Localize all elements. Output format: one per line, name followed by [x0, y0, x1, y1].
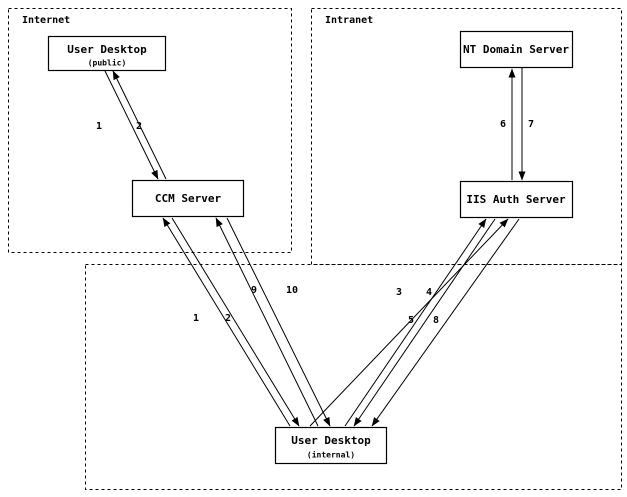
zone-internal-lan [85, 264, 622, 490]
node-iis-auth-server-box[interactable] [459, 180, 574, 219]
flow-line-3-internal-to-iis [344, 218, 487, 427]
flow-public-ccm: 1 2 [96, 70, 167, 180]
node-user-desktop-public-label: User Desktop [67, 43, 147, 56]
flow-internal-ccm-910: 9 10 [215, 217, 331, 427]
zone-internet: Internet [8, 8, 292, 253]
zone-internet-border [8, 8, 292, 253]
flow-internal-ccm-12: 1 2 [162, 217, 300, 427]
flow-internal-iis-34: 3 4 [344, 218, 496, 427]
flow-step-label-8: 8 [433, 315, 439, 326]
node-nt-domain-server-box[interactable] [459, 30, 574, 69]
flow-line-2-ccm-to-internal [171, 217, 300, 427]
node-user-desktop-public[interactable]: User Desktop (public) [47, 35, 167, 72]
flow-line-2-ccm-to-public [112, 70, 167, 180]
flow-line-1-internal-to-ccm [162, 217, 291, 427]
flow-line-4-iis-to-internal [353, 218, 496, 427]
flow-line-1-public-to-ccm [104, 70, 159, 180]
flow-step-label-5: 5 [408, 315, 414, 326]
flow-line-9-internal-to-ccm [215, 217, 319, 427]
zone-internal-lan-border [85, 264, 622, 490]
node-user-desktop-internal[interactable]: User Desktop (internal) [274, 426, 388, 465]
zone-internet-label: Internet [22, 15, 70, 26]
flow-step-label-9: 9 [251, 285, 257, 296]
flow-step-label-6: 6 [500, 119, 506, 130]
flow-step-label-7: 7 [528, 119, 534, 130]
node-user-desktop-public-sublabel: (public) [88, 58, 127, 68]
node-ccm-server-label: CCM Server [155, 192, 222, 205]
node-user-desktop-internal-box[interactable] [274, 426, 388, 465]
node-nt-domain-server[interactable]: NT Domain Server [459, 30, 574, 69]
flow-step-label-2b: 2 [225, 313, 231, 324]
node-nt-domain-server-label: NT Domain Server [463, 43, 569, 56]
node-user-desktop-internal-label: User Desktop [291, 434, 371, 447]
flow-line-10-ccm-to-internal [226, 217, 331, 427]
flow-line-5-internal-to-iis [309, 218, 509, 427]
node-iis-auth-server[interactable]: IIS Auth Server [459, 180, 574, 219]
flow-internal-iis-58: 5 8 [309, 218, 520, 427]
node-ccm-server-box[interactable] [131, 179, 245, 218]
flow-step-label-3: 3 [396, 287, 402, 298]
flow-step-label-1a: 1 [96, 121, 102, 132]
flow-step-label-4: 4 [426, 287, 432, 298]
node-iis-auth-server-label: IIS Auth Server [466, 193, 566, 206]
flow-step-label-10: 10 [286, 285, 298, 296]
flow-iis-nt: 6 7 [500, 68, 534, 181]
node-user-desktop-public-box[interactable] [47, 35, 167, 72]
zone-intranet-label: Intranet [325, 15, 373, 26]
flow-step-label-1b: 1 [193, 313, 199, 324]
node-ccm-server[interactable]: CCM Server [131, 179, 245, 218]
node-user-desktop-internal-sublabel: (internal) [307, 450, 355, 460]
flow-line-8-iis-to-internal [371, 218, 520, 427]
flow-step-label-2a: 2 [136, 121, 142, 132]
